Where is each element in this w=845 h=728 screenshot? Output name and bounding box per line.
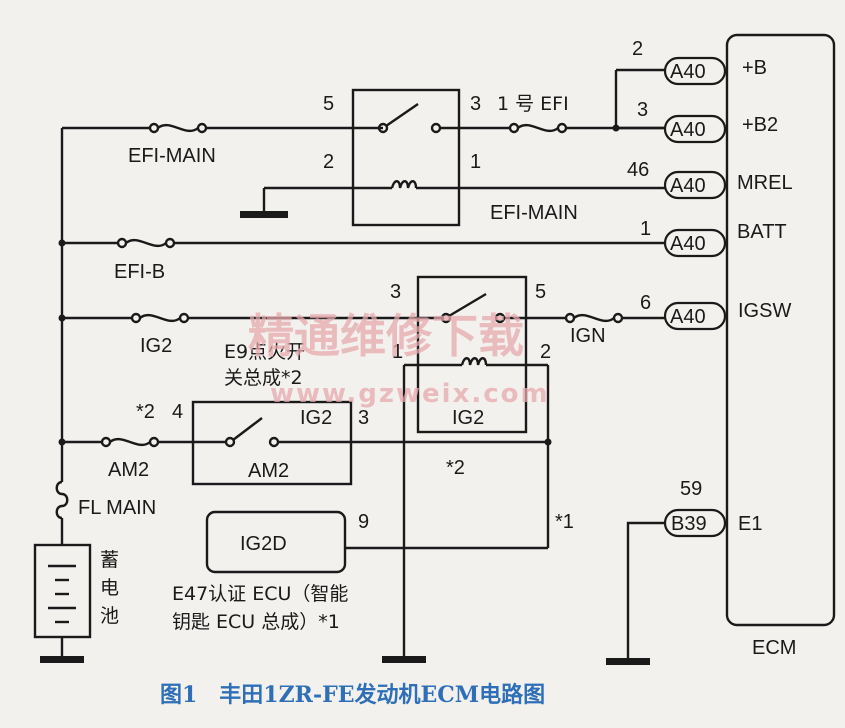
watermark-text: 精通维修下载 [248, 309, 524, 363]
svg-text:A40: A40 [670, 61, 706, 83]
svg-text:IG2D: IG2D [240, 533, 287, 555]
fuse-efi-no1-label: 1 号 EFI [497, 93, 569, 115]
fuse-am2 [100, 436, 160, 448]
svg-text:6: 6 [640, 292, 651, 314]
fuse-am2-label: AM2 [108, 459, 149, 481]
svg-text:AM2: AM2 [248, 460, 289, 482]
svg-text:3: 3 [637, 99, 648, 121]
fuse-efi-main [148, 122, 208, 134]
svg-text:A40: A40 [670, 306, 706, 328]
ecu-ig2d-box [205, 510, 347, 574]
ecm-label: ECM [752, 637, 796, 659]
svg-text:A40: A40 [670, 233, 706, 255]
svg-text:4: 4 [172, 401, 183, 423]
svg-text:电: 电 [100, 577, 119, 599]
ecm-connector-igsw: A40 6 IGSW [640, 292, 791, 331]
svg-text:+B: +B [742, 57, 767, 79]
svg-text:*2: *2 [136, 401, 155, 423]
svg-text:+B2: +B2 [742, 114, 778, 136]
svg-text:IG2: IG2 [300, 407, 332, 429]
svg-text:池: 池 [100, 605, 119, 627]
relay-efi-main [351, 88, 461, 227]
fuse-efi-b [116, 237, 176, 249]
note-star2: *2 [446, 457, 465, 479]
battery-label: 蓄 [100, 549, 119, 571]
ecm-connector-e1: B39 59 E1 [663, 478, 762, 538]
svg-text:3: 3 [470, 93, 481, 115]
ground-icon [40, 656, 84, 663]
ecm-connector-batt: A40 1 BATT [640, 218, 787, 258]
fuse-ign-label: IGN [570, 325, 606, 347]
svg-text:E1: E1 [738, 513, 762, 535]
relay-ig2 [416, 275, 528, 434]
svg-text:2: 2 [632, 38, 643, 60]
ecm-connector-b: A40 2 +B [616, 38, 767, 86]
svg-text:9: 9 [358, 511, 369, 533]
svg-text:5: 5 [535, 281, 546, 303]
ecm-connector-mrel: A40 46 MREL [627, 159, 793, 200]
svg-text:2: 2 [540, 341, 551, 363]
svg-text:B39: B39 [671, 513, 707, 535]
fuse-fl-main-label: FL MAIN [78, 497, 156, 519]
ground-icon [240, 211, 288, 218]
svg-text:3: 3 [358, 407, 369, 429]
ecm-box [725, 33, 836, 627]
fuse-efi-main-label: EFI-MAIN [128, 145, 216, 167]
fuse-efi-no1 [508, 122, 568, 134]
figure-caption: 图1 丰田1ZR-FE发动机ECM电路图 [160, 682, 545, 708]
svg-text:A40: A40 [670, 175, 706, 197]
svg-text:2: 2 [323, 151, 334, 173]
relay-efi-main-label: EFI-MAIN [490, 202, 578, 224]
svg-text:1: 1 [470, 151, 481, 173]
fusible-link-icon [55, 480, 69, 520]
svg-text:1: 1 [392, 341, 403, 363]
relay-ig2-label: IG2 [452, 407, 484, 429]
svg-text:5: 5 [323, 93, 334, 115]
fuse-ig2 [130, 312, 190, 324]
ecu-label: E47认证 ECU（智能 [172, 583, 348, 605]
ecu-label-2: 钥匙 ECU 总成）*1 [172, 611, 340, 633]
ecm-connector-b2: A40 3 +B2 [616, 99, 778, 144]
svg-text:IGSW: IGSW [738, 300, 791, 322]
svg-text:1: 1 [640, 218, 651, 240]
watermark-url: www.gzweix.com [270, 379, 550, 409]
note-star1: *1 [555, 511, 574, 533]
fuse-efi-b-label: EFI-B [114, 261, 165, 283]
ignition-switch-label: E9点火开 [224, 341, 305, 363]
ground-icon [606, 658, 650, 665]
svg-text:BATT: BATT [737, 221, 787, 243]
ignition-switch-label-2: 关总成*2 [224, 367, 303, 389]
coil-icon [390, 180, 418, 189]
ground-icon [382, 656, 426, 663]
svg-text:46: 46 [627, 159, 649, 181]
fuse-ign [564, 312, 624, 324]
svg-text:3: 3 [390, 281, 401, 303]
svg-text:A40: A40 [670, 119, 706, 141]
svg-text:59: 59 [680, 478, 702, 500]
svg-text:MREL: MREL [737, 172, 793, 194]
fuse-ig2-label: IG2 [140, 335, 172, 357]
